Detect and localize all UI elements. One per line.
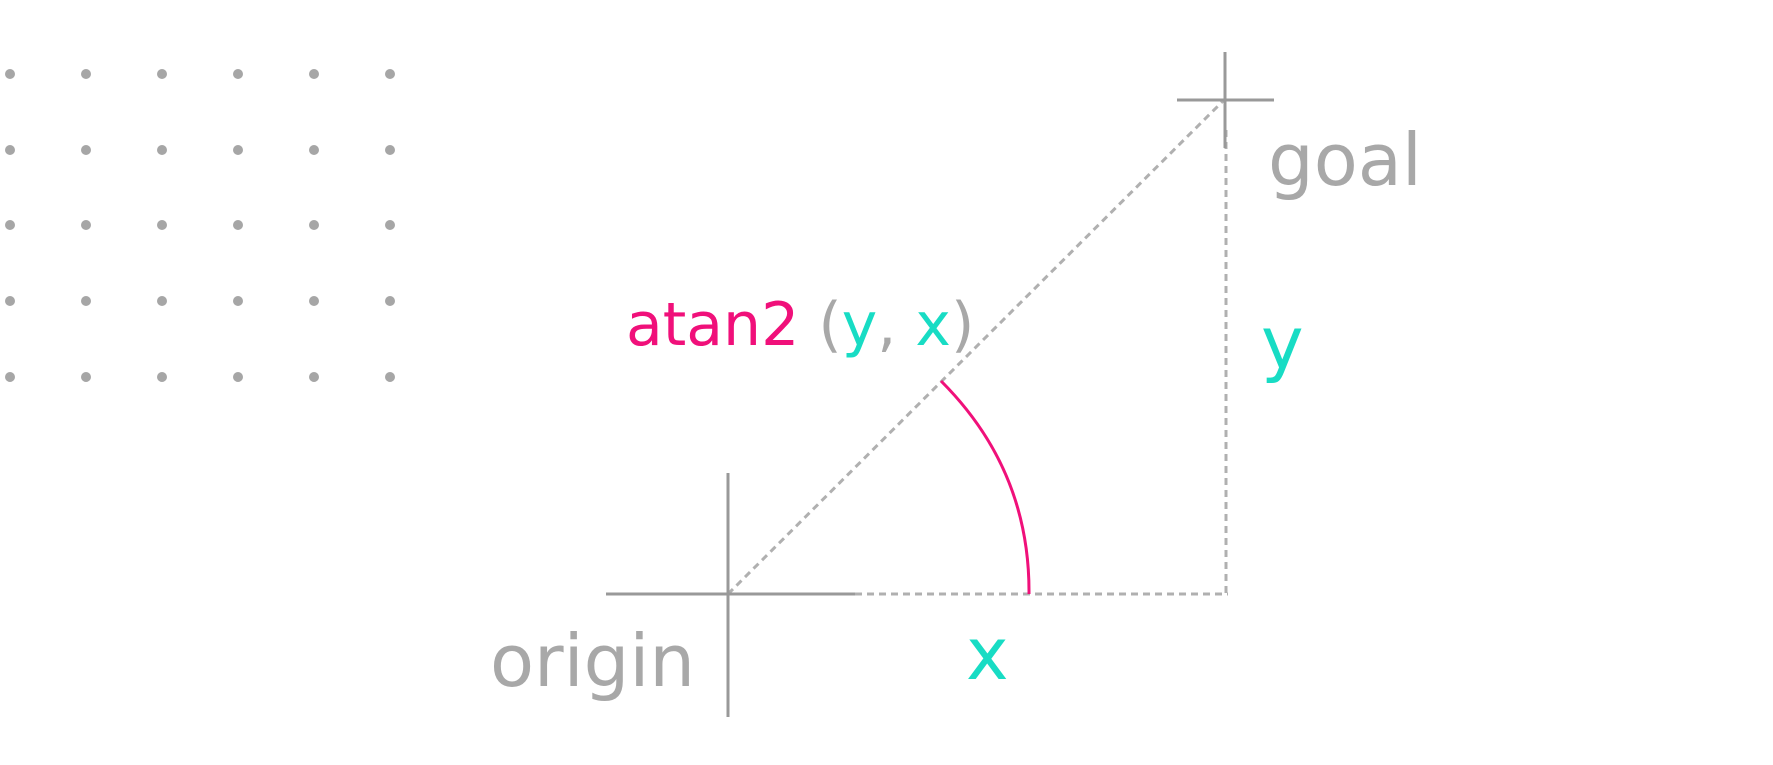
- grid-dot: [385, 145, 395, 155]
- grid-dot: [157, 220, 167, 230]
- grid-dot: [233, 69, 243, 79]
- grid-dot: [157, 69, 167, 79]
- decorative-dot-grid: [5, 69, 395, 382]
- goal-label: goal: [1268, 118, 1422, 202]
- x-label: x: [966, 612, 1009, 696]
- grid-dot: [81, 372, 91, 382]
- origin-crosshair-icon: [606, 473, 855, 717]
- grid-dot: [233, 220, 243, 230]
- grid-dot: [309, 69, 319, 79]
- origin-label: origin: [490, 619, 695, 703]
- formula-comma: ,: [877, 290, 915, 360]
- grid-dot: [385, 220, 395, 230]
- grid-dot: [5, 145, 15, 155]
- formula-arg-x: x: [915, 290, 951, 360]
- formula-close-paren: ): [951, 290, 974, 360]
- y-label: y: [1261, 301, 1304, 385]
- grid-dot: [157, 296, 167, 306]
- grid-dot: [157, 372, 167, 382]
- grid-dot: [81, 220, 91, 230]
- grid-dot: [233, 372, 243, 382]
- atan2-formula: atan2 (y, x): [626, 290, 974, 360]
- grid-dot: [309, 372, 319, 382]
- hypotenuse-line: [726, 98, 1226, 596]
- grid-dot: [309, 220, 319, 230]
- grid-dot: [309, 296, 319, 306]
- grid-dot: [81, 69, 91, 79]
- angle-arc: [939, 379, 1031, 595]
- formula-open-paren: (: [799, 290, 841, 360]
- grid-dot: [81, 145, 91, 155]
- grid-dot: [309, 145, 319, 155]
- grid-dot: [5, 372, 15, 382]
- grid-dot: [233, 296, 243, 306]
- grid-dot: [385, 69, 395, 79]
- grid-dot: [385, 296, 395, 306]
- grid-dot: [5, 296, 15, 306]
- grid-dot: [157, 145, 167, 155]
- grid-dot: [233, 145, 243, 155]
- grid-dot: [81, 296, 91, 306]
- formula-arg-y: y: [842, 290, 878, 360]
- grid-dot: [5, 69, 15, 79]
- grid-dot: [385, 372, 395, 382]
- goal-crosshair-icon: [1177, 52, 1274, 148]
- grid-dot: [5, 220, 15, 230]
- formula-func: atan2: [626, 290, 799, 360]
